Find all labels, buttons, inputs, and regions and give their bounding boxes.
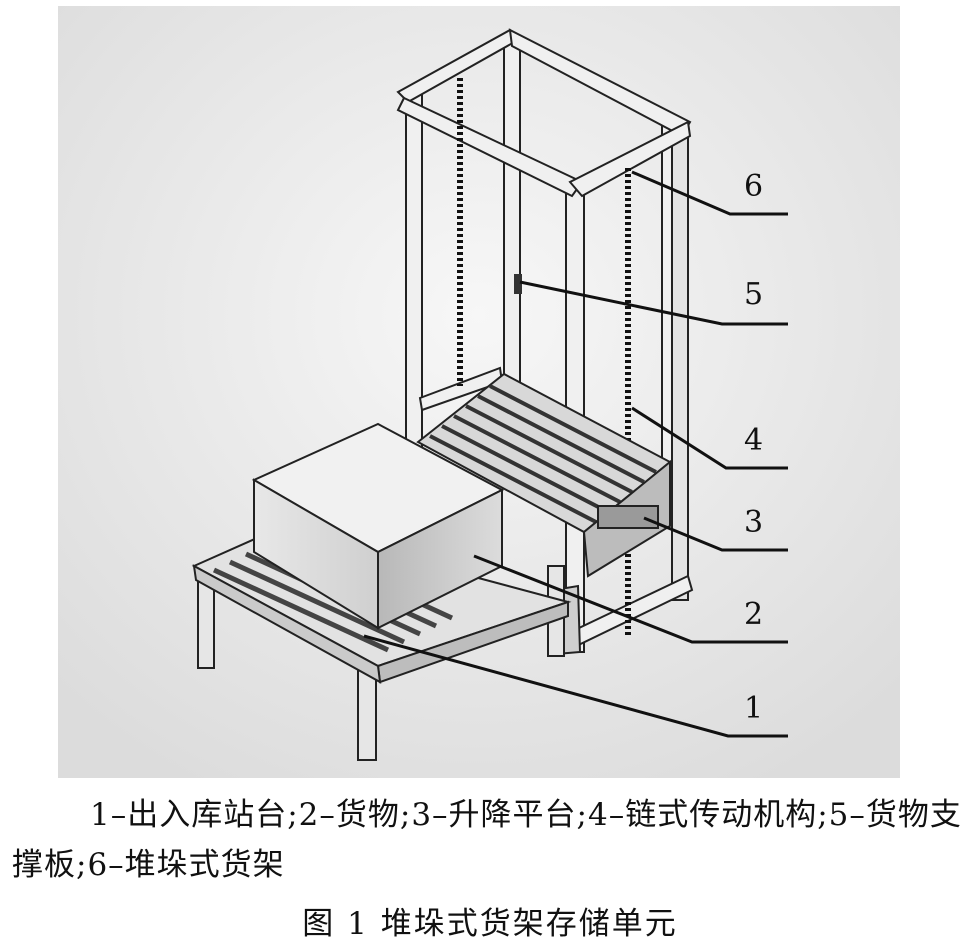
leader-5 (519, 280, 788, 326)
station-roller (212, 567, 390, 653)
lift-roller (429, 434, 597, 524)
callout-6: 6 (744, 169, 763, 204)
figure-caption: 图 1 堆垛式货架存储单元 (302, 906, 678, 942)
storage-unit-illustration: 6 5 4 3 2 1 (58, 6, 900, 778)
callout-2: 2 (744, 597, 763, 632)
lift-platform-bracket (597, 505, 659, 529)
callout-3: 3 (744, 505, 763, 540)
rack-top-beam-left (396, 96, 584, 198)
lift-platform (416, 372, 672, 578)
leader-6 (631, 170, 788, 216)
leader-4 (631, 406, 788, 470)
callout-labels: 6 5 4 3 2 1 (744, 169, 763, 726)
lift-roller (477, 394, 645, 484)
callout-1: 1 (744, 691, 763, 726)
lift-roller (441, 424, 609, 514)
leader-1 (363, 634, 788, 738)
leader-3 (643, 516, 788, 552)
leader-2 (473, 554, 788, 644)
leader-lines (363, 170, 788, 738)
backdrop (58, 6, 900, 778)
storage-unit-drawing: 6 5 4 3 2 1 (58, 6, 900, 778)
rack-top-beam-front (568, 120, 692, 198)
callout-4: 4 (744, 423, 763, 458)
rack-post-back-mid (503, 35, 521, 427)
goods-box (251, 422, 505, 630)
callout-5: 5 (744, 277, 763, 312)
figure-legend: 1–出入库站台;2–货物;3–升降平台;4–链式传动机构;5–货物支撑板;6–堆… (12, 797, 962, 883)
support-plate-marker (514, 274, 522, 294)
lift-roller (465, 404, 633, 494)
rack-post-back-left (405, 93, 423, 465)
station-roller (228, 559, 406, 645)
chain-drive (457, 78, 631, 636)
station-edge-front (192, 564, 382, 684)
lift-roller (453, 414, 621, 504)
lift-roller (489, 384, 657, 474)
